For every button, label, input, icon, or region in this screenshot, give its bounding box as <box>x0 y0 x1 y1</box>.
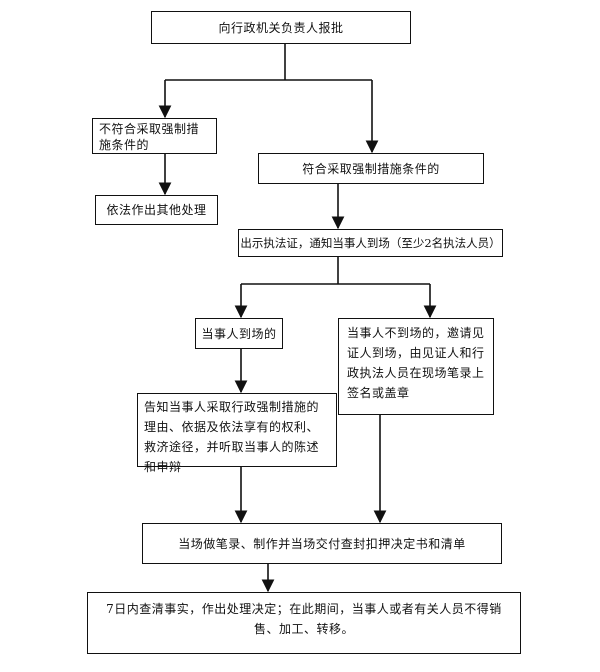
node-not-meet: 不符合采取强制措施条件的 <box>92 118 217 154</box>
node-notify: 出示执法证，通知当事人到场（至少2名执法人员） <box>238 229 503 257</box>
node-other-handling: 依法作出其他处理 <box>95 195 218 225</box>
node-party-present: 当事人到场的 <box>195 318 283 349</box>
node-party-present-text: 当事人到场的 <box>201 326 277 341</box>
node-notify-text: 出示执法证，通知当事人到场（至少2名执法人员） <box>240 236 501 250</box>
node-party-absent-text: 当事人不到场的，邀请见证人到场，由见证人和行政执法人员在现场笔录上签名或盖章 <box>347 326 485 400</box>
node-not-meet-text: 不符合采取强制措施条件的 <box>99 122 200 152</box>
node-report-text: 向行政机关负责人报批 <box>218 20 344 35</box>
node-decision-text: 7日内查清事实，作出处理决定；在此期间，当事人或者有关人员不得销售、加工、转移。 <box>106 602 502 636</box>
node-meet: 符合采取强制措施条件的 <box>258 153 484 184</box>
node-record-text: 当场做笔录、制作并当场交付查封扣押决定书和清单 <box>178 536 466 551</box>
node-inform-party: 告知当事人采取行政强制措施的理由、依据及依法享有的权利、救济途径，并听取当事人的… <box>137 393 337 474</box>
node-other-handling-text: 依法作出其他处理 <box>106 203 207 217</box>
node-party-absent: 当事人不到场的，邀请见证人到场，由见证人和行政执法人员在现场笔录上签名或盖章 <box>338 318 494 415</box>
node-inform-party-text: 告知当事人采取行政强制措施的理由、依据及依法享有的权利、救济途径，并听取当事人的… <box>144 400 320 474</box>
node-decision: 7日内查清事实，作出处理决定；在此期间，当事人或者有关人员不得销售、加工、转移。 <box>87 592 521 654</box>
node-meet-text: 符合采取强制措施条件的 <box>302 161 440 176</box>
node-record: 当场做笔录、制作并当场交付查封扣押决定书和清单 <box>142 523 502 564</box>
node-report: 向行政机关负责人报批 <box>151 11 411 44</box>
